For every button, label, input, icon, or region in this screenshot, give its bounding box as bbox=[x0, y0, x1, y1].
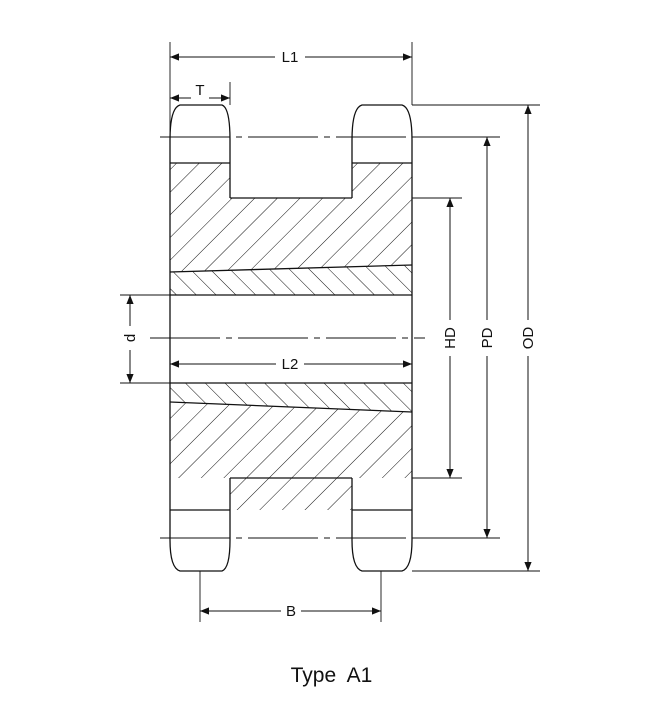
diagram-caption: Type A1 bbox=[290, 664, 373, 687]
label-hd: HD bbox=[442, 327, 459, 349]
hub-section-top bbox=[170, 163, 412, 295]
label-d: d bbox=[122, 334, 139, 342]
label-l1: L1 bbox=[282, 49, 299, 66]
hub-section-bottom bbox=[170, 383, 412, 510]
label-od: OD bbox=[520, 327, 537, 350]
extension-lines bbox=[120, 42, 540, 622]
dimension-lines bbox=[126, 53, 532, 615]
sprocket-outline bbox=[169, 104, 413, 572]
label-b: B bbox=[286, 603, 296, 620]
label-pd: PD bbox=[479, 327, 496, 348]
label-l2: L2 bbox=[282, 356, 299, 373]
center-lines bbox=[150, 136, 425, 539]
label-t: T bbox=[195, 82, 204, 99]
